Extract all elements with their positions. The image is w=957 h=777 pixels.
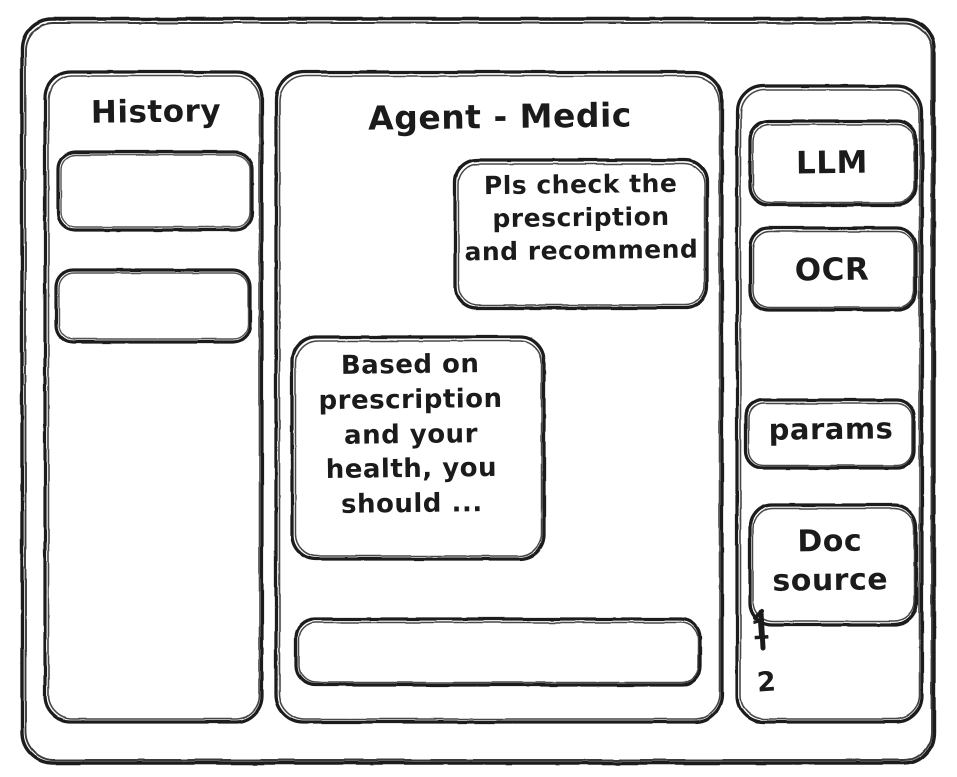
tool-llm-border [748,119,918,207]
history-panel-title: History [90,93,222,131]
user-message-border [453,158,709,310]
doc-source-item-2[interactable]: 2 [755,666,777,699]
history-item-2-border [54,268,252,344]
history-item-1-border [56,150,254,232]
tool-ocr-button[interactable] [750,228,916,310]
history-item-2[interactable] [56,270,250,342]
params-button[interactable] [746,400,914,468]
params-border [744,398,916,470]
composer-border [294,617,702,687]
agent-message-text: Based on prescription and your health, y… [318,349,503,521]
tool-ocr-border [748,226,918,312]
page-title: Agent - Medic [367,95,633,138]
doc-source-border [748,503,918,627]
window-frame [20,17,936,765]
user-message-text: Pls check the prescription and recommend [464,168,699,267]
conversation-panel-border [274,70,724,724]
doc-source-button[interactable] [750,505,916,625]
doc-source-item-1[interactable]: 1 [749,614,771,647]
message-input[interactable] [296,619,700,685]
tool-llm-button[interactable] [750,121,916,205]
agent-message-border [290,335,546,561]
tools-panel-border [735,84,924,724]
history-panel-border [43,70,264,724]
doc-item-1-stroke [753,609,766,651]
history-item-1[interactable] [58,152,252,230]
